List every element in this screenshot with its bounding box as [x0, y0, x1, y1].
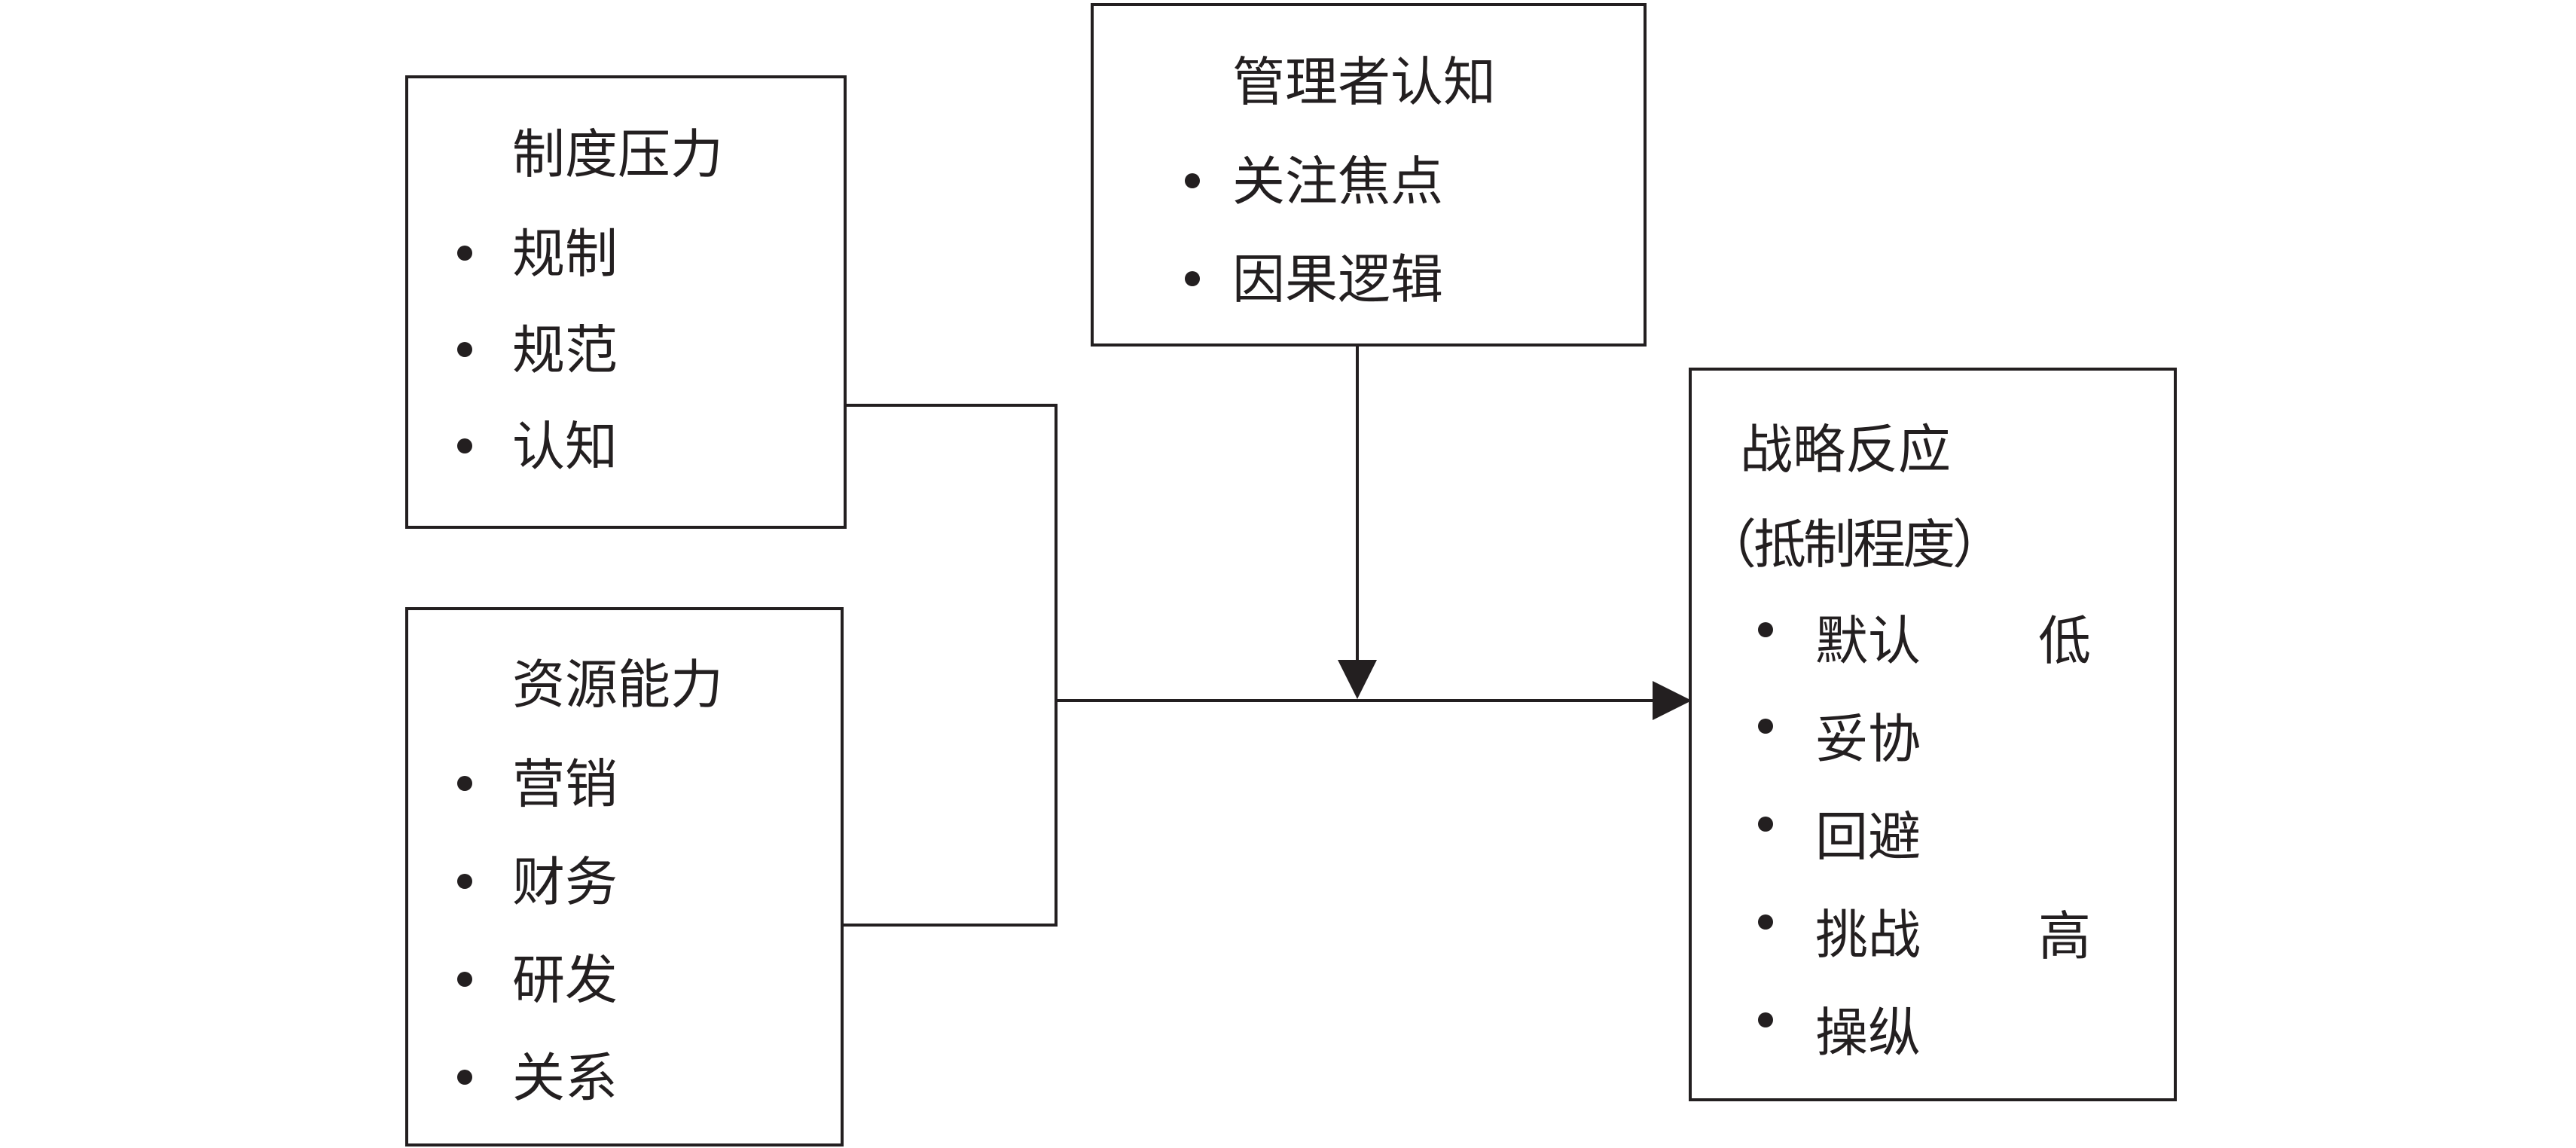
connector-resource — [844, 701, 1058, 927]
box-resource-capability — [405, 607, 844, 1146]
strategic-response-title: 战略反应 — [1740, 419, 1951, 481]
list-item: 回避 — [1815, 806, 1921, 868]
list-item: 因果逻辑 — [1232, 249, 1443, 310]
bullet-icon — [1758, 622, 1773, 637]
list-item: 研发 — [512, 949, 618, 1011]
resource-capability-title: 资源能力 — [512, 654, 723, 716]
institutional-pressure-title: 制度压力 — [512, 124, 723, 185]
bullet-icon — [1185, 271, 1200, 286]
strategic-response-subtitle: （抵制程度） — [1704, 514, 2005, 576]
bullet-icon — [457, 438, 472, 453]
list-item: 认知 — [512, 416, 618, 478]
list-item: 挑战 — [1815, 904, 1921, 966]
list-item: 规范 — [512, 319, 618, 381]
list-item: 营销 — [512, 753, 618, 815]
bullet-icon — [1185, 173, 1200, 188]
bullet-icon — [457, 246, 472, 261]
bullet-icon — [1758, 914, 1773, 930]
list-item: 关系 — [512, 1047, 618, 1109]
connector-institutional — [847, 404, 1058, 701]
arrow-head-right — [1653, 681, 1692, 720]
bullet-icon — [457, 776, 472, 791]
bullet-icon — [457, 874, 472, 889]
list-item: 默认 — [1815, 610, 1921, 672]
list-item: 妥协 — [1815, 708, 1921, 770]
scale-low-label: 低 — [2038, 610, 2091, 672]
bullet-icon — [1758, 719, 1773, 734]
scale-high-label: 高 — [2038, 905, 2091, 967]
box-strategic-response — [1689, 368, 2177, 1101]
managerial-cognition-title: 管理者认知 — [1232, 51, 1496, 113]
bullet-icon — [457, 1070, 472, 1085]
arrow-head-down — [1338, 660, 1377, 699]
bullet-icon — [1758, 1012, 1773, 1027]
list-item: 财务 — [512, 851, 618, 913]
list-item: 操纵 — [1815, 1002, 1921, 1064]
bullet-icon — [457, 342, 472, 357]
bullet-icon — [1758, 817, 1773, 832]
box-institutional-pressure — [405, 75, 847, 529]
list-item: 关注焦点 — [1232, 151, 1443, 212]
box-managerial-cognition — [1091, 3, 1647, 347]
list-item: 规制 — [512, 223, 618, 285]
bullet-icon — [457, 972, 472, 987]
